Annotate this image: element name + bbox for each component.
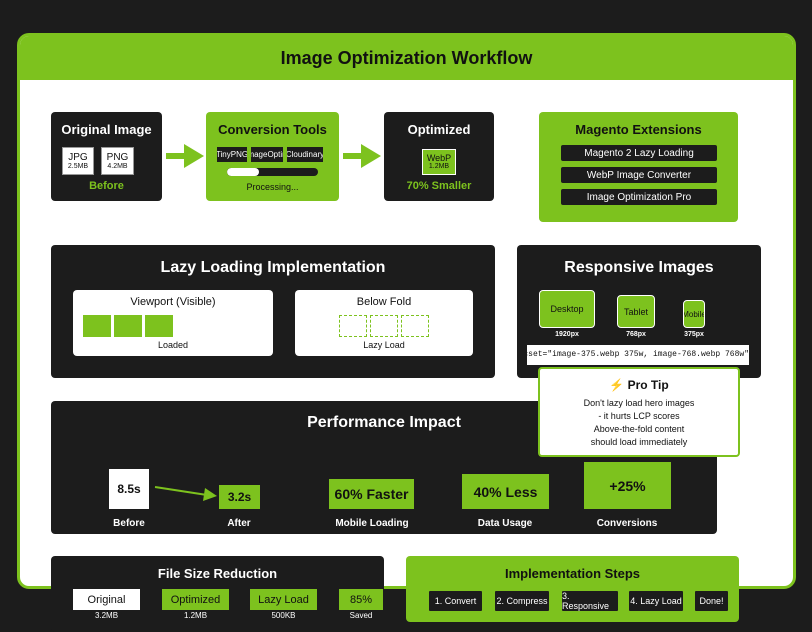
lazy-image: [401, 315, 430, 337]
srcset-code: srcset="image-375.webp 375w, image-768.w…: [527, 345, 749, 365]
file-size-panel: File Size Reduction Original 3.2MB Optim…: [51, 556, 384, 632]
performance-title: Performance Impact: [307, 414, 461, 431]
arrow-right-icon-3: [154, 486, 217, 501]
page-title: Image Optimization Workflow: [20, 36, 793, 80]
extension-lazy-loading[interactable]: Magento 2 Lazy Loading: [561, 145, 717, 161]
progress-fill: [227, 168, 259, 176]
before-metric: 8.5s: [107, 467, 151, 511]
magento-extensions-title: Magento Extensions: [575, 122, 702, 137]
data-usage-metric: 40% Less: [460, 472, 551, 511]
tablet-device: Tablet: [617, 295, 655, 328]
extension-webp-converter[interactable]: WebP Image Converter: [561, 167, 717, 183]
viewport-box: Viewport (Visible) Loaded: [73, 290, 273, 356]
step-convert[interactable]: 1. Convert: [428, 590, 483, 612]
extension-optimization-pro[interactable]: Image Optimization Pro: [561, 189, 717, 205]
file-size-title: File Size Reduction: [157, 566, 278, 581]
responsive-images-panel: Responsive Images Desktop 1920px Tablet …: [517, 245, 761, 378]
lightning-icon: ⚡: [609, 378, 625, 392]
implementation-steps-title: Implementation Steps: [504, 566, 641, 581]
optimized-size: Optimized: [162, 589, 229, 610]
step-compress[interactable]: 2. Compress: [494, 590, 550, 612]
desktop-device: Desktop: [539, 290, 595, 328]
lazy-load-size: Lazy Load: [250, 589, 317, 610]
original-image-title: Original Image: [61, 122, 152, 137]
processing-status: Processing...: [246, 182, 299, 192]
mobile-loading-metric: 60% Faster: [327, 477, 416, 511]
lazy-loading-panel: Lazy Loading Implementation Viewport (Vi…: [51, 245, 495, 378]
step-done[interactable]: Done!: [694, 590, 729, 612]
loaded-image: [114, 315, 143, 337]
loaded-image: [83, 315, 111, 337]
original-size: Original: [73, 589, 140, 610]
step-responsive[interactable]: 3. Responsive: [561, 590, 619, 612]
saved-size: 85%: [339, 589, 383, 610]
conversions-metric: +25%: [582, 460, 673, 511]
arrow-right-icon-2: [343, 144, 381, 168]
smaller-caption: 70% Smaller: [406, 180, 472, 192]
tool-cloudinary[interactable]: Cloudinary: [286, 146, 324, 163]
before-caption: Before: [89, 180, 124, 192]
responsive-images-title: Responsive Images: [564, 259, 714, 276]
conversion-tools-title: Conversion Tools: [218, 122, 327, 137]
tool-tinypng[interactable]: TinyPNG: [216, 146, 248, 163]
lazy-image: [370, 315, 398, 337]
magento-extensions-panel: Magento Extensions Magento 2 Lazy Loadin…: [539, 112, 738, 222]
implementation-steps-panel: Implementation Steps 1. Convert 2. Compr…: [406, 556, 739, 622]
arrow-right-icon: [166, 144, 204, 168]
after-metric: 3.2s: [217, 483, 262, 511]
step-lazy-load[interactable]: 4. Lazy Load: [628, 590, 684, 612]
lazy-loading-title: Lazy Loading Implementation: [160, 259, 386, 276]
below-fold-box: Below Fold Lazy Load: [295, 290, 473, 356]
optimized-title: Optimized: [407, 122, 471, 137]
loaded-image: [145, 315, 174, 337]
pro-tip-callout: ⚡ Pro Tip Don't lazy load hero images - …: [538, 367, 740, 457]
lazy-image: [338, 315, 367, 337]
mobile-device: Mobile: [683, 300, 705, 328]
progress-bar: [227, 168, 318, 176]
